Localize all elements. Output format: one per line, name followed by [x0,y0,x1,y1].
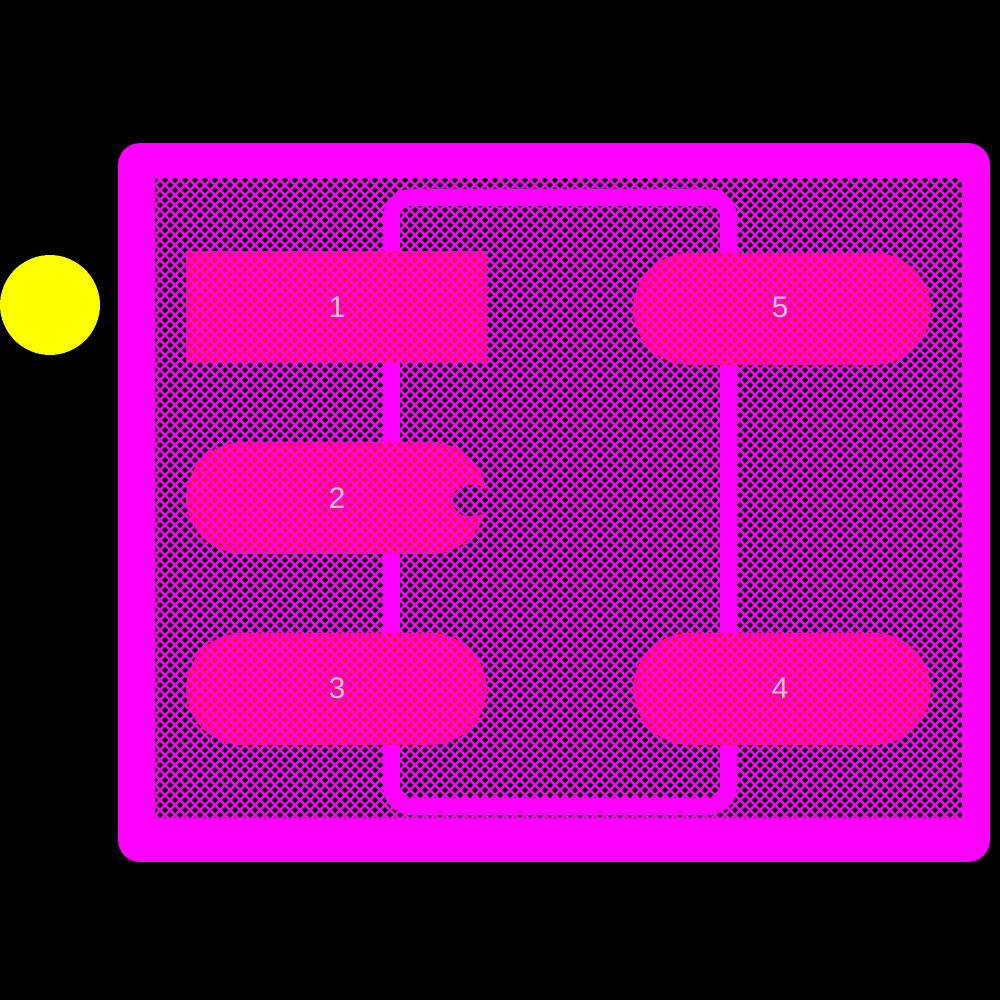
pin1-indicator-dot[interactable] [0,255,100,355]
hatch-overlay-layer [155,178,962,818]
crosshatch-overlay [155,178,962,818]
